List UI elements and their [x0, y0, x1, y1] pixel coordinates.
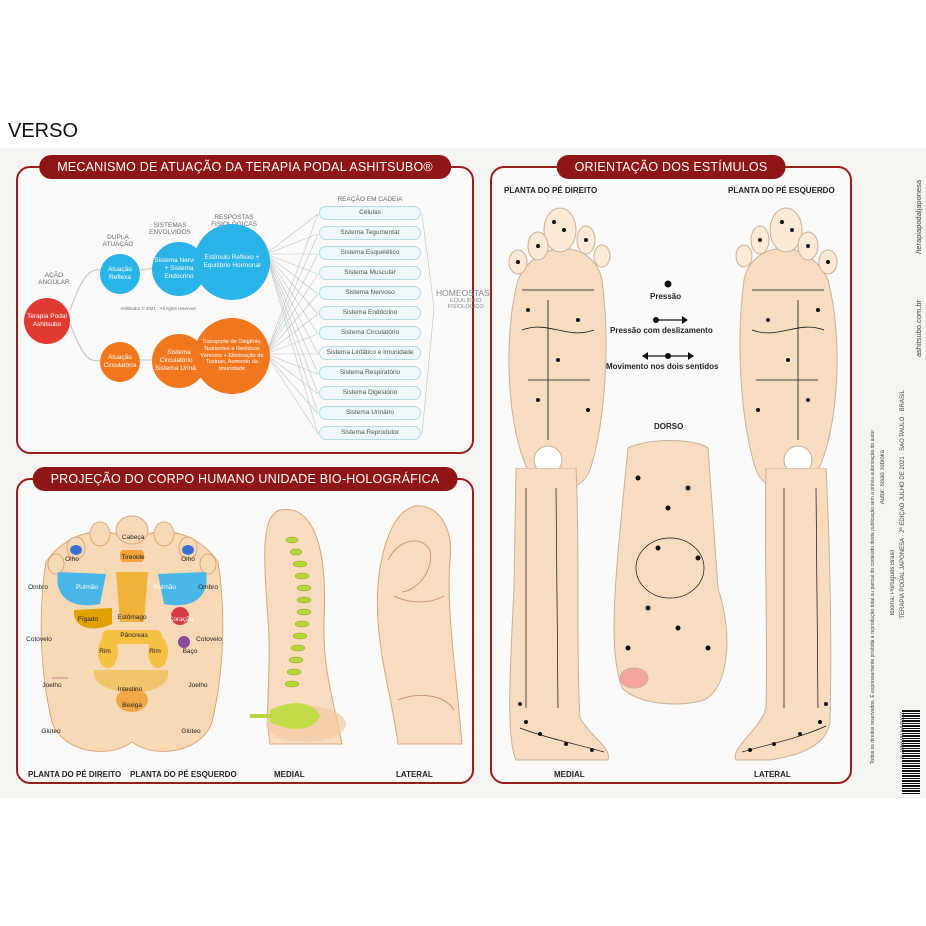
label-sistemas-envolvidos: SISTEMAS ENVOLVIDOS	[149, 222, 191, 237]
legend-movimento: Movimento nos dois sentidos	[606, 362, 719, 371]
chain-item: Sistema Circulatório	[319, 326, 421, 340]
stimuli-title: ORIENTAÇÃO DOS ESTÍMULOS	[556, 155, 786, 179]
organ-estomago: Estômago	[117, 614, 147, 621]
chain-item: Sistema Nervoso	[319, 286, 421, 300]
respostas-orange-circle: Transporte de Oxigênio, Nutrientes e Res…	[194, 318, 270, 394]
language-info: Idioma: Português Brasil	[890, 550, 896, 616]
projection-title: PROJEÇÃO DO CORPO HUMANO UNIDADE BIO-HOL…	[32, 467, 458, 491]
brand-handle: /terapiapodaljaponesa	[914, 180, 923, 254]
organ-figado: Fígado	[77, 616, 99, 623]
legend-symbols	[642, 280, 694, 360]
label-acao-angular: AÇÃO ANGULAR	[38, 272, 70, 287]
homeostase-title: HOMEOSTASE	[436, 288, 496, 298]
homeostase-label: HOMEOSTASE EQUILÍBRIO FISIOLÓGICO	[436, 288, 495, 310]
chain-item: Sistema Linfático e Imunidade	[319, 346, 421, 360]
organ-coracao: Coração	[168, 616, 194, 623]
site-url: ashitsubo.com.br	[914, 300, 923, 358]
chain-item: Sistema Urinário	[319, 406, 421, 420]
chain-item: Sistema Tegumentar	[319, 226, 421, 240]
label-dupla-atuacao: DUPLA ATUAÇÃO	[102, 234, 134, 249]
circulatoria-circle: Atuação Circulatória	[100, 342, 140, 382]
lateral-foot-illustration	[376, 505, 463, 745]
caption-planta-esquerdo: PLANTA DO PÉ ESQUERDO	[130, 770, 237, 779]
copyright-note: Ashitsubo © 2021 · All rights reserved	[120, 306, 196, 311]
rights-notice: Todos os direitos reservados. É expressa…	[870, 430, 876, 765]
organ-pancreas: Pâncreas	[120, 632, 148, 639]
feet-sole-projection-illustration	[40, 515, 224, 753]
caption-lateral: LATERAL	[396, 770, 433, 779]
organ-bexiga: Bexiga	[122, 702, 142, 709]
chain-item: Sistema Muscular	[319, 266, 421, 280]
caption-medial: MEDIAL	[274, 770, 305, 779]
leg-medial-stimuli	[509, 468, 609, 761]
organ-ombro-right: Ombro	[198, 584, 218, 591]
organ-cabeca: Cabeça	[121, 534, 145, 541]
stimuli-panel: ORIENTAÇÃO DOS ESTÍMULOS PLANTA DO PÉ DI…	[490, 155, 852, 784]
chain-item: Sistema Respiratório	[319, 366, 421, 380]
respostas-blue-circle: Estímulo Reflexo + Equilíbrio Hormonal	[194, 224, 270, 300]
organ-rim-right: Rim	[149, 648, 161, 655]
mechanism-panel: MECANISMO DE ATUAÇÃO DA TERAPIA PODAL AS…	[16, 155, 495, 454]
label-reacao-em-cadeia: REAÇÃO EM CADEIA	[337, 196, 403, 203]
organ-intestino: Intestino	[117, 686, 143, 693]
organ-baco: Baço	[182, 648, 198, 655]
isbn-number: 9 786599 544002	[900, 712, 906, 759]
label-planta-direito: PLANTA DO PÉ DIREITO	[504, 186, 598, 195]
author-info: Autor: Issao Tobioka	[880, 450, 886, 505]
caption-planta-direito: PLANTA DO PÉ DIREITO	[28, 770, 122, 779]
organ-olho-right: Olho	[181, 556, 195, 563]
organ-gluteo-left: Glúteo	[41, 728, 61, 735]
medial-foot-spine-illustration	[250, 508, 346, 745]
organ-pulmao-right: Pulmão	[153, 584, 177, 591]
chain-item: Sistema Esquelético	[319, 246, 421, 260]
legend-pressao: Pressão	[650, 292, 682, 301]
projection-panel: PROJEÇÃO DO CORPO HUMANO UNIDADE BIO-HOL…	[16, 467, 474, 784]
organ-tireoide: Tireoide	[121, 554, 145, 561]
organ-cotovelo-left: Cotovelo	[26, 636, 52, 643]
organ-olho-left: Olho	[65, 556, 79, 563]
sole-right-stimuli	[508, 207, 611, 490]
organ-pulmao-left: Pulmão	[75, 584, 99, 591]
sole-left-stimuli	[735, 207, 838, 490]
organ-cotovelo-right: Cotovelo	[196, 636, 222, 643]
label-dorso: DORSO	[654, 422, 684, 431]
organ-joelho-left: Joelho	[42, 682, 62, 689]
reflexa-circle: Atuação Reflexa	[100, 254, 140, 294]
label-lateral: LATERAL	[754, 770, 791, 779]
mechanism-title: MECANISMO DE ATUAÇÃO DA TERAPIA PODAL AS…	[39, 155, 451, 179]
chain-item: Células	[319, 206, 421, 220]
root-circle: Terapia Podal Ashitsubo	[24, 298, 70, 344]
chain-item: Sistema Reprodutor	[319, 426, 421, 440]
dorsum-stimuli	[613, 440, 728, 705]
isbn-barcode	[902, 710, 920, 794]
equilibrio-subtitle: EQUILÍBRIO FISIOLÓGICO	[447, 298, 484, 310]
chain-item: Sistema Digestório	[319, 386, 421, 400]
reference-sheet: MECANISMO DE ATUAÇÃO DA TERAPIA PODAL AS…	[0, 148, 926, 798]
verso-label: VERSO	[8, 120, 79, 142]
edition-info: TERAPIA PODAL JAPONESA · 2ª EDIÇÃO JULHO…	[900, 390, 906, 619]
organ-rim-left: Rim	[99, 648, 111, 655]
legend-deslizamento: Pressão com deslizamento	[610, 326, 713, 335]
chain-connector-lines	[69, 213, 435, 435]
organ-ombro-left: Ombro	[28, 584, 48, 591]
label-medial: MEDIAL	[554, 770, 585, 779]
leg-lateral-stimuli	[734, 468, 832, 761]
organ-joelho-right: Joelho	[188, 682, 208, 689]
label-planta-esquerdo: PLANTA DO PÉ ESQUERDO	[728, 186, 835, 195]
organ-gluteo-right: Glúteo	[181, 728, 201, 735]
chain-item: Sistema Endócrino	[319, 306, 421, 320]
side-info-strip: /terapiapodaljaponesa ashitsubo.com.br T…	[856, 150, 926, 798]
